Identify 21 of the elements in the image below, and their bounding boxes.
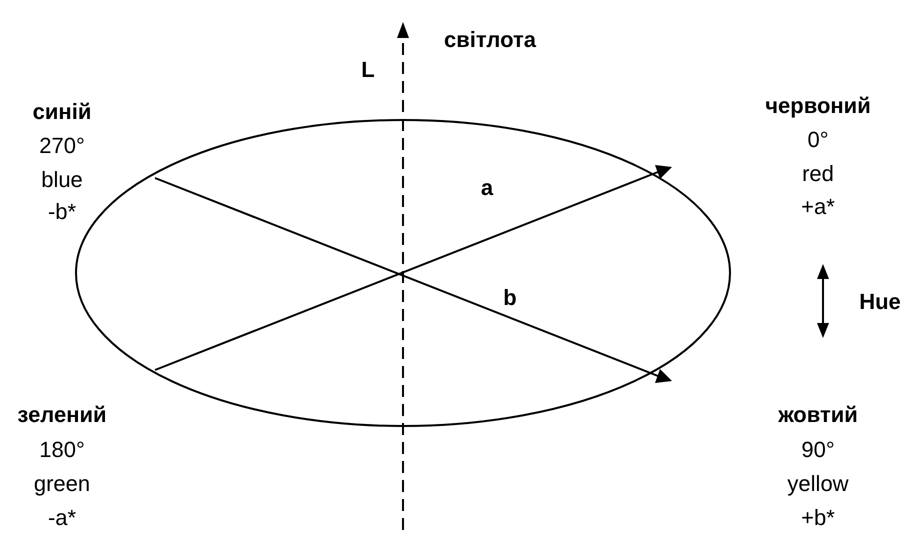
- axis-label: червоний: [765, 95, 871, 117]
- axis-label: b: [503, 287, 517, 309]
- axis-label: L: [361, 59, 375, 81]
- color-label: blue: [41, 169, 83, 191]
- color-label: yellow: [787, 473, 849, 495]
- color-label: -a*: [48, 507, 76, 529]
- color-label: 180°: [39, 439, 85, 461]
- color-label: green: [34, 473, 90, 495]
- color-label: +a*: [801, 196, 835, 218]
- color-label: 0°: [807, 129, 829, 151]
- color-label: 270°: [39, 135, 85, 157]
- color-label: red: [802, 163, 834, 185]
- axis-label: синій: [32, 101, 92, 123]
- axis-label: Hue: [859, 291, 901, 313]
- axis-label: a: [480, 177, 494, 199]
- axis-label: світлота: [444, 29, 536, 51]
- color-label: +b*: [801, 507, 835, 529]
- color-label: -b*: [48, 201, 76, 223]
- color-label: 90°: [801, 439, 835, 461]
- axis-label: зелений: [17, 404, 107, 426]
- axis-label: жовтий: [778, 404, 858, 426]
